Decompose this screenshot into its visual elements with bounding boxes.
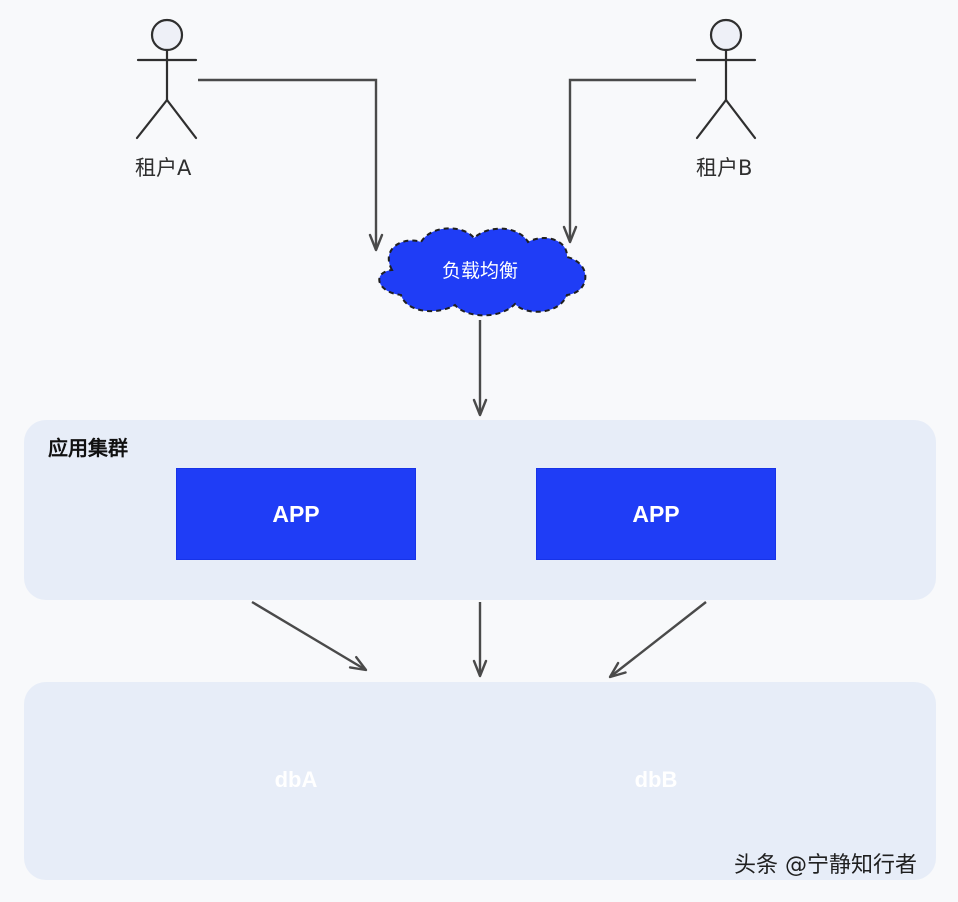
connector-app-right-to-db-panel xyxy=(608,601,707,679)
cloud-icon xyxy=(378,227,587,317)
app-node-left: APP xyxy=(176,468,416,560)
user-icon xyxy=(695,18,757,140)
database-a-label: dbA xyxy=(274,767,318,792)
load-balancer-label: 负载均衡 xyxy=(441,260,518,282)
app-node-right: APP xyxy=(536,468,776,560)
application-cluster-title: 应用集群 xyxy=(48,436,128,460)
connector-tenant-a-to-load-balancer xyxy=(198,78,384,252)
connector-tenant-b-to-load-balancer xyxy=(562,78,696,244)
database-b-label: dbB xyxy=(634,767,678,792)
user-icon xyxy=(135,18,198,140)
tenant-a-label: 租户A xyxy=(135,156,192,180)
application-cluster-panel xyxy=(24,420,936,600)
database-panel xyxy=(24,682,936,880)
watermark-text: 头条 @宁静知行者 xyxy=(734,853,917,878)
tenant-b-label: 租户B xyxy=(696,156,753,180)
connector-app-left-to-db-panel xyxy=(251,600,368,672)
